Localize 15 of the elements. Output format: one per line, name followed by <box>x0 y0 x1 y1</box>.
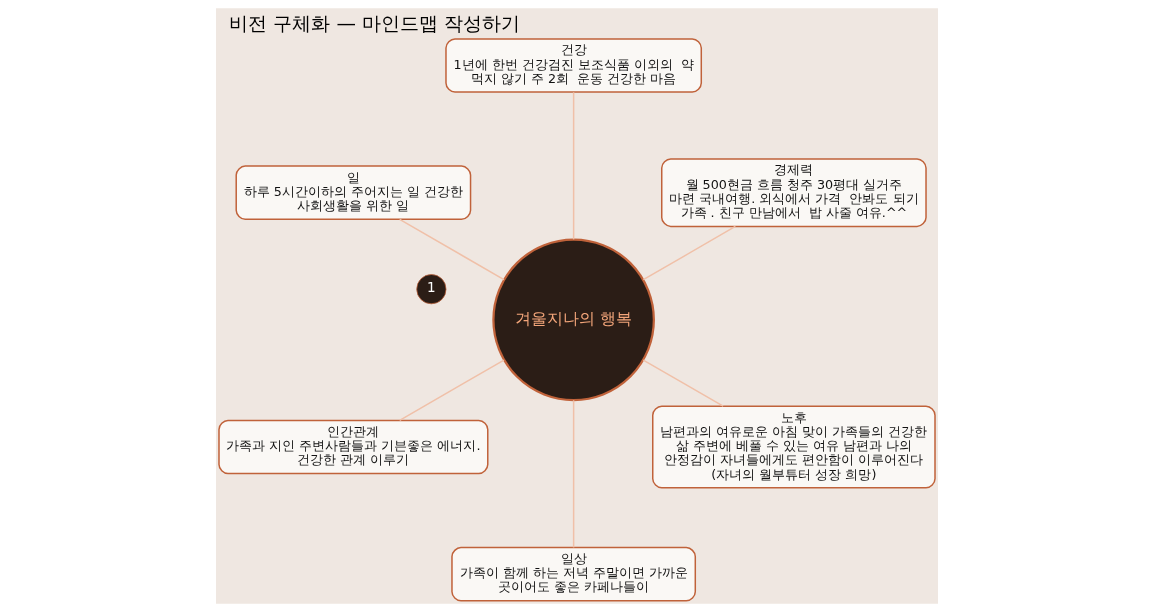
node-box: 노후 남편과의 여유로운 아침 맞이 가족들의 건강한 삶 주변에 베풀 수 있는 여유 남편과 나의 안정감이 자녀들에게도 편안함이 이루어진다 (자녀의 월부튜터 성장 희망) <box>651 405 936 489</box>
connector <box>398 218 505 281</box>
diagram-title: 비전 구체화 — 마인드맵 작성하기 <box>228 11 520 35</box>
connector <box>398 359 505 421</box>
connector <box>572 91 574 241</box>
connector <box>572 399 574 549</box>
node-box: 일 하루 5시간이하의 주어지는 일 건강한 사회생활을 위한 일 <box>234 165 471 220</box>
connector <box>642 225 736 281</box>
node-circle: 겨울지나의 행복 <box>491 238 655 402</box>
node-box: 건강 1년에 한번 건강검진 보조식품 이외의 약 먹지 않기 주 2회 운동 건강한 마음 <box>444 38 702 93</box>
node-box: 인간관계 가족과 지인 주변사람들과 기븐좋은 에너지. 건강한 관계 이루기 <box>217 419 488 475</box>
node-box: 경제력 월 500현금 흐름 청주 30평대 실거주 마련 국내여행. 외식에서 가격 안봐도 되기 가족 . 친구 만남에서 밥 사줄 여유.^^ <box>660 158 927 228</box>
node-box: 일상 가족이 함께 하는 저녁 주말이면 가까운 곳이어도 좋은 카페나들이 <box>450 546 696 602</box>
label: 1 <box>426 279 436 296</box>
connector <box>642 359 724 407</box>
